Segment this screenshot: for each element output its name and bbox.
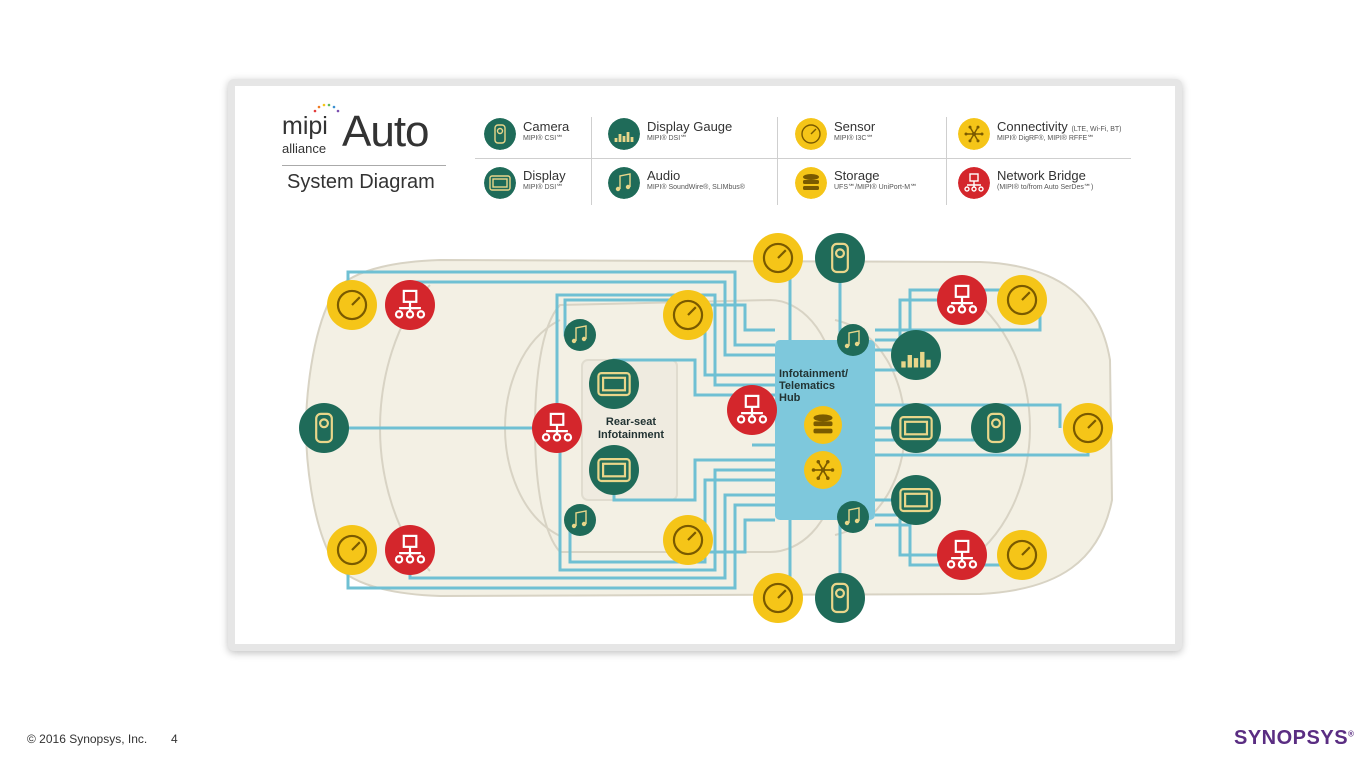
logo-dots-icon — [313, 103, 340, 113]
camera-icon — [971, 403, 1021, 453]
audio-icon — [564, 319, 596, 351]
network-bridge-icon — [532, 403, 582, 453]
synopsys-logo: SYNOPSYS® — [1234, 727, 1355, 749]
storage-icon — [795, 167, 827, 199]
sensor-icon — [997, 530, 1047, 580]
connectivity-icon — [958, 118, 990, 150]
display-icon — [891, 475, 941, 525]
legend-label: Connectivity (LTE, Wi-Fi, BT) — [997, 119, 1122, 134]
sensor-icon — [1063, 403, 1113, 453]
network-bridge-icon — [937, 275, 987, 325]
network-bridge-icon — [385, 280, 435, 330]
legend-divider — [946, 117, 947, 205]
legend-label: Camera — [523, 119, 570, 134]
logo-mipi-text: mipi — [282, 112, 328, 140]
legend-protocol: MIPI® I3C℠ — [834, 135, 874, 142]
legend-protocol: (MIPI® to/from Auto SerDes℠) — [997, 184, 1094, 191]
legend-label: Sensor — [834, 119, 876, 134]
audio-icon — [837, 324, 869, 356]
legend-divider — [475, 158, 1131, 159]
camera-icon — [484, 118, 516, 150]
legend-label: Display — [523, 168, 566, 183]
legend-label: Display Gauge — [647, 119, 733, 134]
display-gauge-icon — [608, 118, 640, 150]
network-bridge-icon — [937, 530, 987, 580]
sensor-icon — [753, 233, 803, 283]
sensor-icon — [663, 515, 713, 565]
legend-protocol: MIPI® DSI℠ — [647, 135, 688, 142]
audio-icon — [837, 501, 869, 533]
legend-divider — [777, 117, 778, 205]
legend-label: Audio — [647, 168, 681, 183]
sensor-icon — [327, 280, 377, 330]
rear-seat-label-line1: Rear-seat — [606, 416, 656, 428]
audio-icon — [608, 167, 640, 199]
component-nodes — [299, 233, 1113, 623]
display-gauge-icon — [891, 330, 941, 380]
page-number: 4 — [171, 732, 178, 746]
sensor-icon — [753, 573, 803, 623]
sensor-icon — [795, 118, 827, 150]
display-icon — [891, 403, 941, 453]
legend-protocol: MIPI® DSI℠ — [523, 184, 564, 191]
legend-protocol: MIPI® CSI℠ — [523, 135, 564, 142]
storage-icon — [804, 406, 842, 444]
sensor-icon — [327, 525, 377, 575]
legend-protocol: MIPI® DigRF®, MIPI® RFFE℠ — [997, 135, 1095, 142]
legend-protocol: UFS℠/MIPI® UniPort-M℠ — [834, 184, 918, 191]
logo-auto-text: Auto — [342, 107, 430, 156]
display-icon — [589, 445, 639, 495]
audio-icon — [564, 504, 596, 536]
legend-divider — [591, 117, 592, 205]
network-bridge-icon — [727, 385, 777, 435]
sensor-icon — [663, 290, 713, 340]
logo-divider — [282, 165, 446, 166]
legend-protocol: MIPI® SoundWire®, SLIMbus® — [647, 184, 745, 191]
legend-note: (LTE, Wi-Fi, BT) — [1071, 126, 1122, 133]
connectivity-icon — [804, 451, 842, 489]
network-bridge-icon — [958, 167, 990, 199]
network-bridge-icon — [385, 525, 435, 575]
car-hood-line — [959, 289, 1032, 567]
mipi-auto-logo: mipi alliance Auto — [282, 102, 452, 172]
camera-icon — [815, 573, 865, 623]
display-icon — [484, 167, 516, 199]
sensor-icon — [997, 275, 1047, 325]
diagram-title: System Diagram — [287, 171, 435, 193]
legend-label: Storage — [834, 168, 880, 183]
car-roof — [533, 298, 836, 553]
display-icon — [589, 359, 639, 409]
brand-text: SYNOPSYS — [1234, 727, 1349, 749]
footer-copyright: © 2016 Synopsys, Inc. — [27, 732, 148, 746]
hub-label-line3: Hub — [779, 392, 801, 404]
camera-icon — [299, 403, 349, 453]
rear-seat-label-line2: Infotainment — [598, 429, 664, 441]
legend-label: Network Bridge — [997, 168, 1086, 183]
camera-icon — [815, 233, 865, 283]
hub-label-line1: Infotainment/ — [779, 368, 848, 380]
hub-label-line2: Telematics — [779, 380, 835, 392]
logo-alliance-text: alliance — [282, 141, 327, 156]
